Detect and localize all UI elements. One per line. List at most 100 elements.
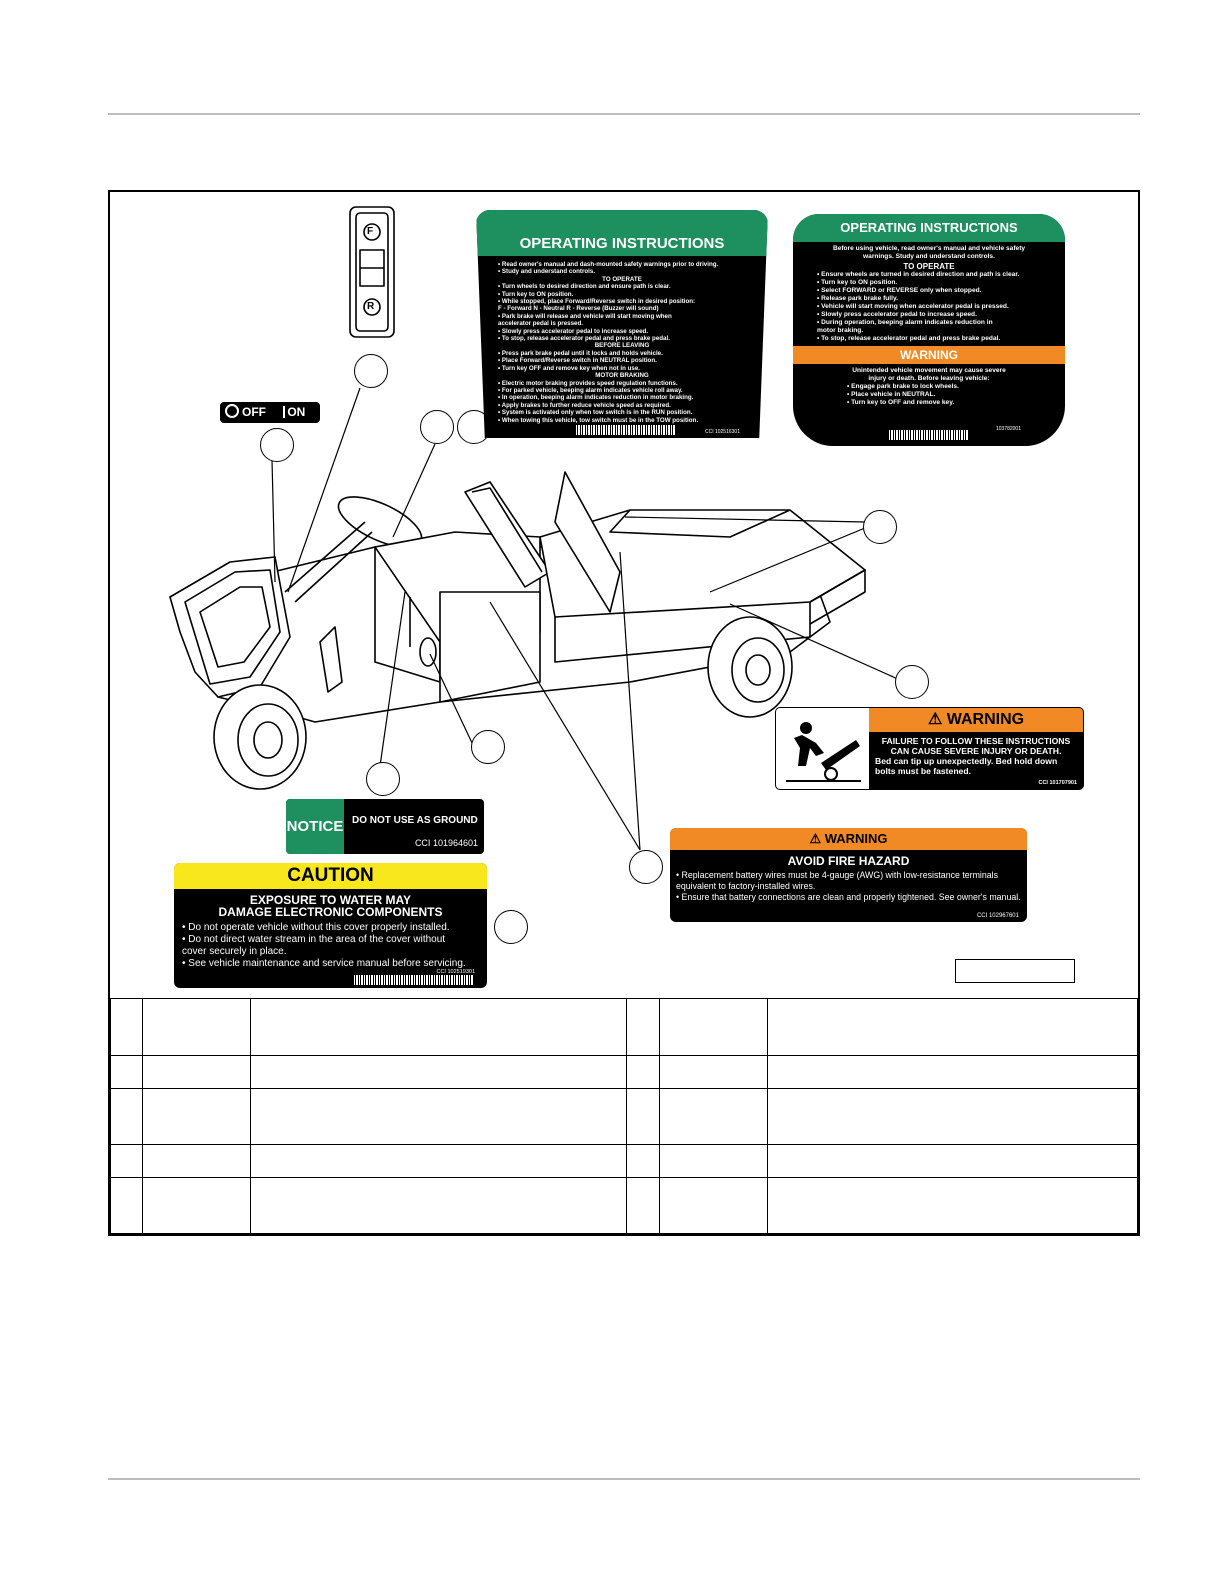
decal-body: • Ensure wheels are turned in desired di… — [793, 271, 1065, 343]
callout-marker — [354, 354, 388, 388]
table-cell — [627, 1145, 660, 1178]
caution-line: • Do not operate vehicle without this co… — [182, 922, 479, 934]
decal-code: CCI 102967601 — [977, 913, 1019, 919]
decal-code: 103782001 — [996, 426, 1021, 432]
barcode — [889, 430, 969, 440]
table-cell — [111, 999, 143, 1056]
off-on-decal: OFF ON — [220, 402, 320, 423]
on-label: ON — [287, 405, 305, 419]
warning-header: ⚠ WARNING — [869, 708, 1083, 732]
decal-section: MOTOR BRAKING — [498, 372, 746, 379]
warning-line: equivalent to factory-installed wires. — [676, 881, 1021, 892]
table-cell — [143, 999, 251, 1056]
warning-line: FAILURE TO FOLLOW THESE INSTRUCTIONS — [875, 736, 1077, 746]
table-cell — [111, 1178, 143, 1234]
table-cell — [768, 1178, 1138, 1234]
callout-marker — [471, 730, 505, 764]
decal-location-figure: F R OFF ON OPERATING INSTRUCTIONS • Read… — [108, 190, 1140, 1236]
decal-title: OPERATING INSTRUCTIONS — [793, 214, 1065, 242]
decal-line: • In operation, beeping alarm indicates … — [498, 394, 746, 401]
table-cell — [768, 1145, 1138, 1178]
warning-line: • Replacement battery wires must be 4-ga… — [676, 870, 1021, 881]
table-cell — [660, 999, 768, 1056]
callout-marker — [629, 850, 663, 884]
bed-tip-pictogram-icon — [776, 708, 869, 789]
decal-line: • Press park brake pedal until it locks … — [498, 350, 746, 357]
caution-decal: CAUTION EXPOSURE TO WATER MAY DAMAGE ELE… — [174, 863, 487, 988]
decal-line: • Turn key to ON position. — [498, 291, 746, 298]
table-cell — [627, 1089, 660, 1145]
decal-line: • Release park brake fully. — [817, 295, 1041, 303]
decal-line: injury or death. Before leaving vehicle: — [817, 375, 1041, 383]
decal-line: • Ensure wheels are turned in desired di… — [817, 271, 1041, 279]
table-row — [111, 1178, 1138, 1234]
notice-text: DO NOT USE AS GROUND — [352, 815, 478, 826]
decal-line: • Turn wheels to desired direction and e… — [498, 283, 746, 290]
table-cell — [251, 999, 627, 1056]
caution-line: • Do not direct water stream in the area… — [182, 934, 479, 946]
table-cell — [660, 1178, 768, 1234]
table-cell — [768, 999, 1138, 1056]
decal-line: • Engage park brake to lock wheels. — [817, 383, 1041, 391]
table-cell — [627, 1178, 660, 1234]
table-cell — [143, 1178, 251, 1234]
caution-line: • See vehicle maintenance and service ma… — [182, 958, 479, 970]
decal-legend-table — [110, 998, 1138, 1234]
decal-line: • Place vehicle in NEUTRAL. — [817, 391, 1041, 399]
warning-body: • Replacement battery wires must be 4-ga… — [670, 868, 1027, 903]
table-cell — [251, 1178, 627, 1234]
operating-instructions-decal-2: OPERATING INSTRUCTIONS Before using vehi… — [793, 214, 1065, 446]
decal-line: • When towing this vehicle, tow switch m… — [498, 417, 746, 424]
table-cell — [627, 999, 660, 1056]
decal-title: OPERATING INSTRUCTIONS — [476, 210, 768, 256]
decal-line: • Slowly press accelerator pedal to incr… — [817, 311, 1041, 319]
decal-line: • Vehicle will start moving when acceler… — [817, 303, 1041, 311]
table-row — [111, 1089, 1138, 1145]
warning-line: CAN CAUSE SEVERE INJURY OR DEATH. — [875, 746, 1077, 756]
warning-body: FAILURE TO FOLLOW THESE INSTRUCTIONS CAN… — [869, 736, 1083, 776]
operating-instructions-decal-1: OPERATING INSTRUCTIONS • Read owner's ma… — [476, 210, 768, 438]
table-cell — [143, 1089, 251, 1145]
caution-line: cover securely in place. — [182, 946, 479, 958]
decal-section: TO OPERATE — [793, 263, 1065, 271]
decal-code: CCI 101964601 — [415, 838, 478, 848]
decal-warning-band: WARNING — [793, 346, 1065, 364]
warning-line: Bed can tip up unexpectedly. Bed hold do… — [875, 756, 1077, 766]
off-circle-icon — [225, 404, 239, 418]
header-rule — [108, 113, 1140, 115]
decal-line: • Park brake will release and vehicle wi… — [498, 313, 746, 320]
table-cell — [111, 1145, 143, 1178]
callout-marker — [494, 910, 528, 944]
decal-body: • Read owner's manual and dash-mounted s… — [476, 261, 768, 424]
decal-line: accelerator pedal is pressed. — [498, 320, 746, 327]
decal-line: • To stop, release accelerator pedal and… — [817, 335, 1041, 343]
fire-hazard-warning-decal: ⚠ WARNING AVOID FIRE HAZARD • Replacemen… — [670, 828, 1027, 922]
decal-code: CCI 102516301 — [705, 429, 740, 435]
barcode — [354, 975, 474, 985]
decal-code: CCI 101707901 — [1038, 780, 1077, 786]
decal-line: • Electric motor braking provides speed … — [498, 380, 746, 387]
table-cell — [768, 1089, 1138, 1145]
decal-line: • While stopped, place Forward/Reverse s… — [498, 298, 746, 305]
decal-line: • Study and understand controls. — [498, 268, 746, 275]
on-bar-icon — [283, 406, 285, 418]
warning-line: • Ensure that battery connections are cl… — [676, 892, 1021, 903]
warning-subtitle: AVOID FIRE HAZARD — [670, 854, 1027, 868]
table-row — [111, 1145, 1138, 1178]
footer-rule — [108, 1478, 1140, 1480]
bed-tip-warning-decal: ⚠ WARNING FAILURE TO FOLLOW THESE INSTRU… — [775, 707, 1084, 790]
warning-header: ⚠ WARNING — [670, 828, 1027, 850]
table-row — [111, 1056, 1138, 1089]
decal-line: • Select FORWARD or REVERSE only when st… — [817, 287, 1041, 295]
warning-triangle-icon: ⚠ — [809, 831, 821, 846]
decal-line: • Read owner's manual and dash-mounted s… — [498, 261, 746, 268]
caution-title: CAUTION — [174, 863, 487, 889]
callout-marker — [260, 428, 294, 462]
decal-line: • System is activated only when tow swit… — [498, 409, 746, 416]
barcode — [576, 425, 676, 435]
decal-intro: Before using vehicle, read owner's manua… — [793, 245, 1065, 261]
caution-body: • Do not operate vehicle without this co… — [174, 918, 487, 970]
table-cell — [627, 1056, 660, 1089]
table-cell — [143, 1145, 251, 1178]
table-cell — [660, 1056, 768, 1089]
